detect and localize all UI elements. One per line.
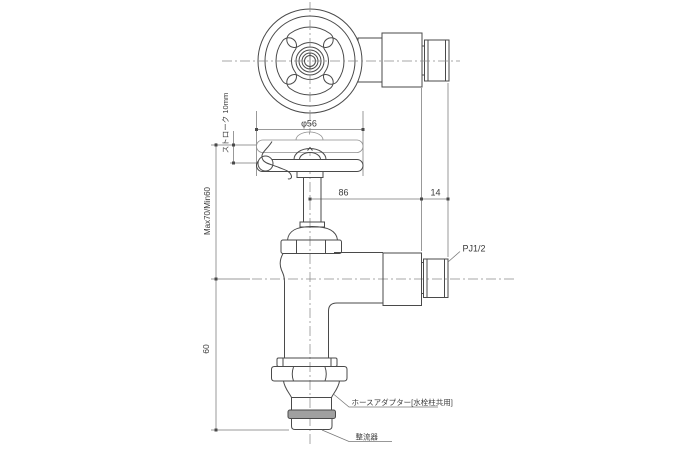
- dim-14-label: 14: [430, 188, 440, 198]
- thread-leader: [447, 251, 461, 263]
- cap-dome-min-position: [293, 148, 327, 160]
- front-view-body: [279, 171, 449, 358]
- dimension-vertical-left: ストローク 10mm Max70/Min60 60: [201, 93, 235, 432]
- bonnet-hex-nut: [280, 239, 342, 254]
- hose-adapter-label: ホースアダプター[水栓柱共用]: [352, 397, 453, 407]
- adapter-tip: [291, 418, 333, 430]
- hose-adapter-leader: [333, 394, 438, 408]
- centerlines: [222, 2, 516, 446]
- spout-collar: [276, 357, 338, 367]
- body-left-edge: [279, 253, 285, 358]
- coupling-hex-nut: [271, 366, 348, 382]
- fitting-thread-top: [424, 39, 450, 82]
- front-view-handle: [256, 131, 364, 180]
- bonnet-bell: [286, 225, 339, 241]
- seal-ring: [287, 409, 336, 419]
- cap-nub: [307, 146, 313, 151]
- valve-stem: [303, 177, 322, 223]
- fitting-block-top: [381, 32, 423, 88]
- handle-rim-end: [257, 155, 274, 172]
- adapter-left-profile: [283, 380, 292, 410]
- dim-diameter-label: φ56: [301, 119, 317, 129]
- stroke-motion-curve: [261, 141, 293, 180]
- fitting-thread-front: [423, 258, 449, 298]
- dimension-horizontal: 86 14: [308, 188, 450, 201]
- flow-straightener-leader: [321, 429, 392, 442]
- fitting-block-front: [382, 252, 422, 306]
- adapter-right-profile: [331, 380, 340, 410]
- flow-straightener-label: 整流器: [356, 432, 379, 442]
- dimension-diameter: φ56: [255, 119, 365, 131]
- dim-maxmin-label: Max70/Min60: [203, 186, 212, 235]
- thread-size-label: PJ1/2: [463, 244, 486, 254]
- dim-60-label: 60: [201, 344, 211, 354]
- top-view-fitting: [357, 32, 450, 88]
- dim-stroke-label: ストローク 10mm: [221, 93, 230, 153]
- extension-lines: [211, 83, 449, 431]
- callouts: PJ1/2 ホースアダプター[水栓柱共用] 整流器: [321, 244, 486, 442]
- handwheel-max-position: [256, 139, 364, 153]
- front-view-spout-end: [271, 357, 348, 430]
- outlet-bottom-edge: [328, 302, 383, 358]
- wheel-spoke-slots: [275, 26, 345, 96]
- handwheel-min-position: [256, 159, 364, 172]
- dim-86-label: 86: [338, 188, 348, 198]
